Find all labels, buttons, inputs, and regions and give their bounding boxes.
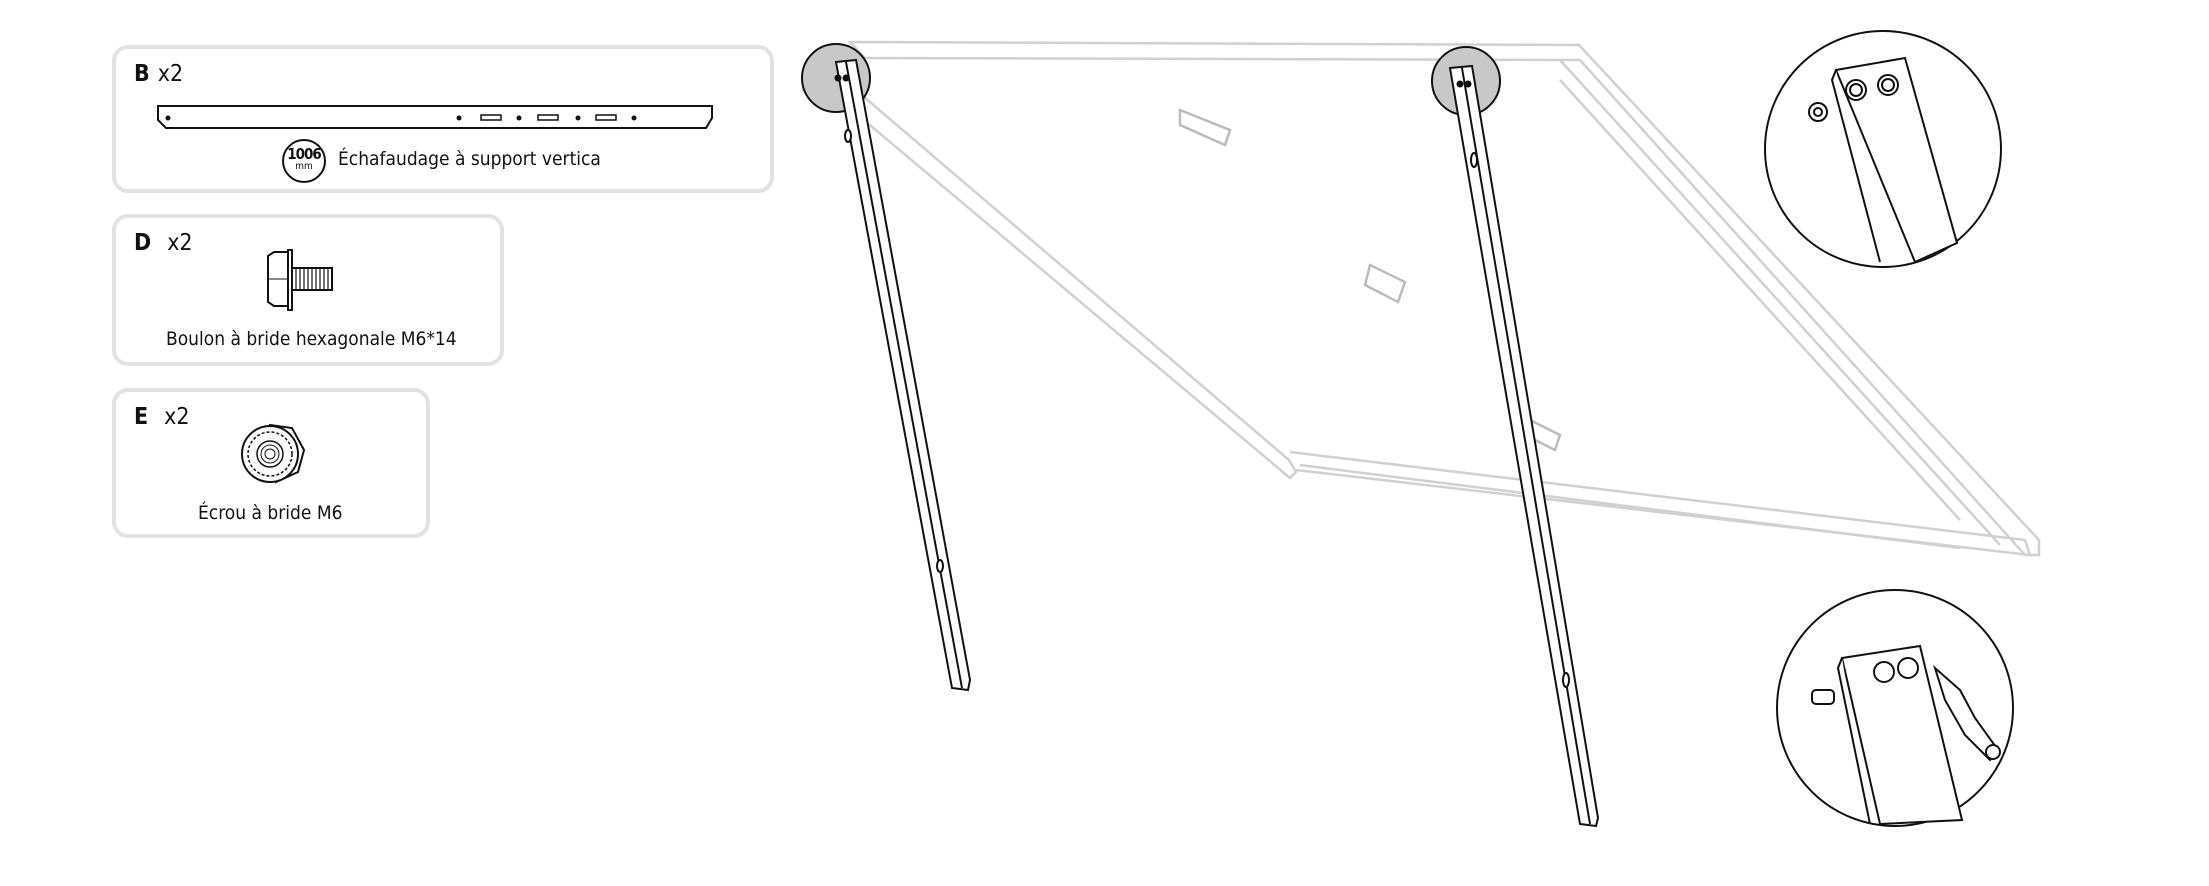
part-e-name: Écrou à bride M6 [198,502,343,524]
vertical-support-left [834,58,972,692]
part-b-name: Échafaudage à support vertica [338,148,601,170]
length-value: 1006 [287,145,322,163]
length-badge: 1006 mm [282,139,326,183]
highlight-marker-left [801,43,871,113]
part-letter: B [134,61,150,87]
part-d-name: Boulon à bride hexagonale M6*14 [166,328,457,350]
flange-nut-icon [241,423,306,484]
part-qty: x2 [157,61,184,87]
part-qty: x2 [167,230,193,256]
detail-callout-top [1764,30,2002,268]
part-qty: x2 [164,404,190,430]
length-unit: mm [295,161,313,172]
part-letter: E [134,404,149,430]
detail-callout-bottom [1776,589,2014,827]
flange-bolt-icon [267,249,333,311]
highlight-marker-right [1431,46,1501,116]
part-letter: D [134,230,152,256]
vertical-support-right [1448,64,1600,828]
vertical-support-bar-icon [157,105,713,129]
solar-panel-frame [838,40,2041,557]
